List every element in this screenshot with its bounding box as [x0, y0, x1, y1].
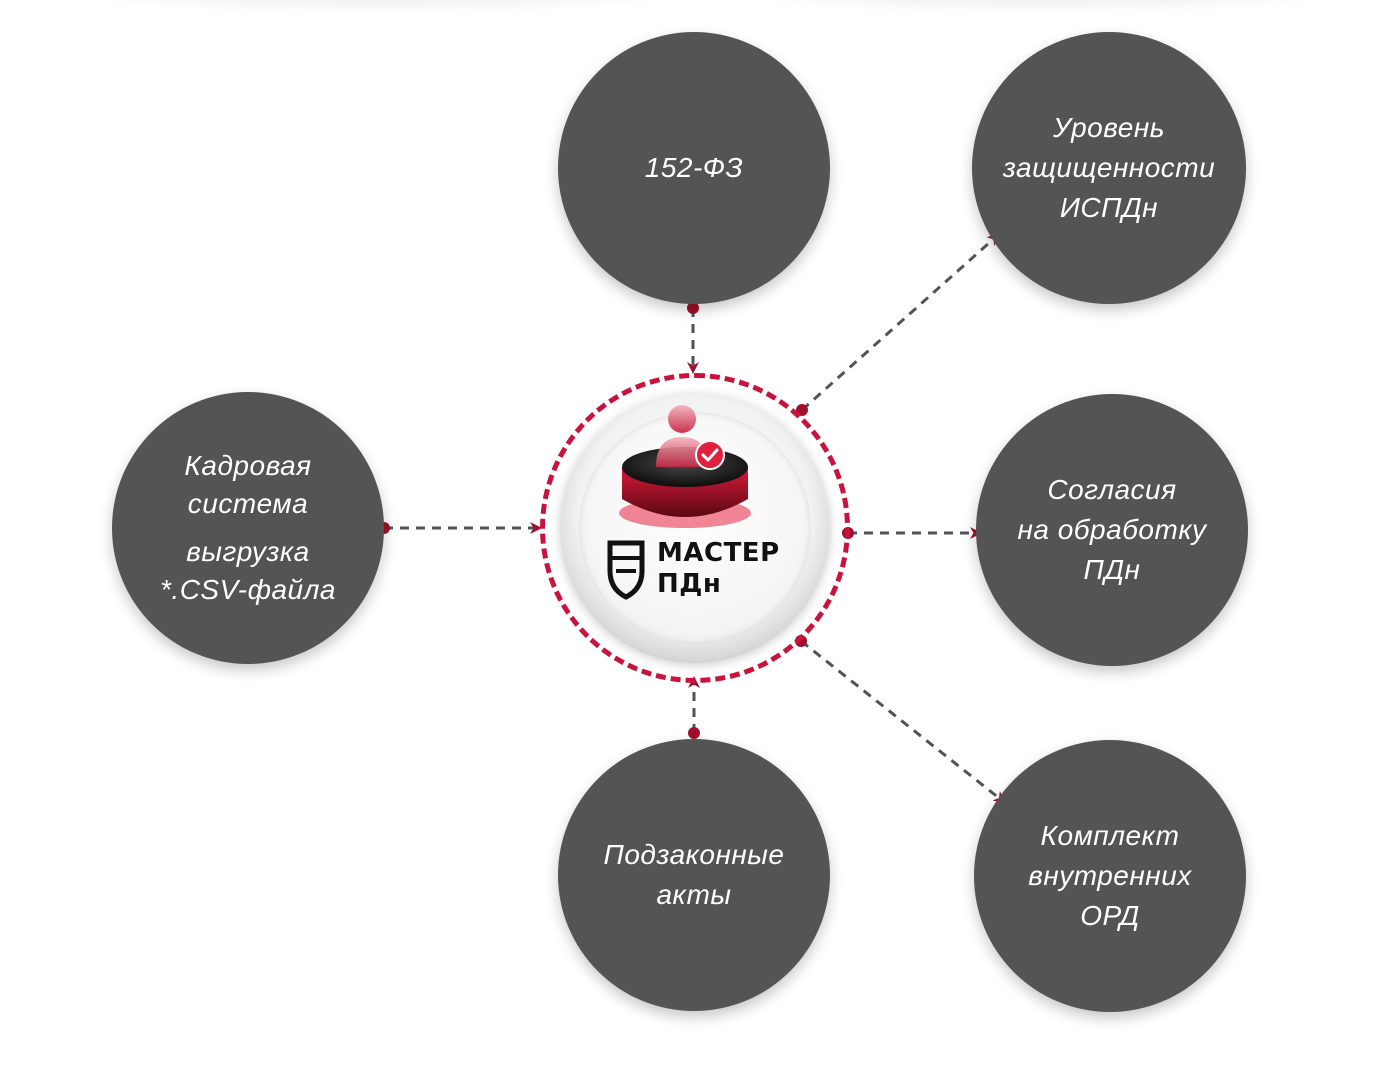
node-security-level: Уровень защищенности ИСПДн — [972, 32, 1246, 304]
node-hr-system-line-4: *.CSV-файла — [160, 574, 336, 605]
shield-logo-icon — [607, 540, 645, 600]
hub-master-pdn: МАСТЕР ПДн — [560, 393, 830, 663]
node-internal-docs-line-1: Комплект — [1040, 820, 1180, 851]
top-shadow-left — [80, 0, 680, 6]
node-hr-system-line-2: система — [187, 488, 309, 519]
node-internal-docs: Комплект внутренних ОРД — [974, 740, 1246, 1012]
node-bylaws-line-1: Подзаконные — [603, 839, 785, 870]
node-consents-line-1: Согласия — [1047, 474, 1177, 505]
logo-line-pdn: ПДн — [657, 569, 722, 599]
node-security-level-text: Уровень защищенности ИСПДн — [1003, 108, 1215, 228]
node-internal-docs-line-2: внутренних — [1028, 860, 1192, 891]
node-152-fz-line-1: 152-ФЗ — [644, 152, 744, 183]
node-152-fz: 152-ФЗ — [558, 32, 830, 304]
connector-hub-to-internal-docs — [800, 639, 1006, 804]
logo-line-master: МАСТЕР — [657, 538, 780, 568]
node-bylaws: Подзаконные акты — [558, 739, 830, 1011]
top-shadow-right — [740, 0, 1340, 6]
node-bylaws-line-2: акты — [656, 879, 732, 910]
hub-dashed-ring — [540, 373, 850, 683]
node-consents-line-3: ПДн — [1083, 554, 1141, 585]
node-hr-system-text: Кадровая система выгрузка *.CSV-файла — [160, 447, 336, 609]
node-consents: Согласия на обработку ПДн — [976, 394, 1248, 666]
user-check-icon — [656, 405, 725, 470]
node-internal-docs-line-3: ОРД — [1080, 900, 1140, 931]
node-hr-system-line-3: выгрузка — [186, 536, 310, 567]
node-hr-system: Кадровая система выгрузка *.CSV-файла — [112, 392, 384, 664]
node-hr-system-line-1: Кадровая — [184, 450, 312, 481]
node-security-level-line-1: Уровень — [1053, 112, 1165, 143]
node-security-level-line-3: ИСПДн — [1059, 192, 1159, 223]
node-consents-text: Согласия на обработку ПДн — [1017, 470, 1206, 590]
node-internal-docs-text: Комплект внутренних ОРД — [1028, 816, 1192, 936]
hub-emblem — [607, 405, 751, 600]
connector-hub-to-security-level — [801, 233, 1000, 412]
node-security-level-line-2: защищенности — [1002, 152, 1216, 183]
node-bylaws-text: Подзаконные акты — [604, 835, 785, 915]
node-consents-line-2: на обработку — [1017, 514, 1207, 545]
node-152-fz-text: 152-ФЗ — [645, 148, 743, 188]
connector-dot-bylaws — [688, 727, 700, 739]
